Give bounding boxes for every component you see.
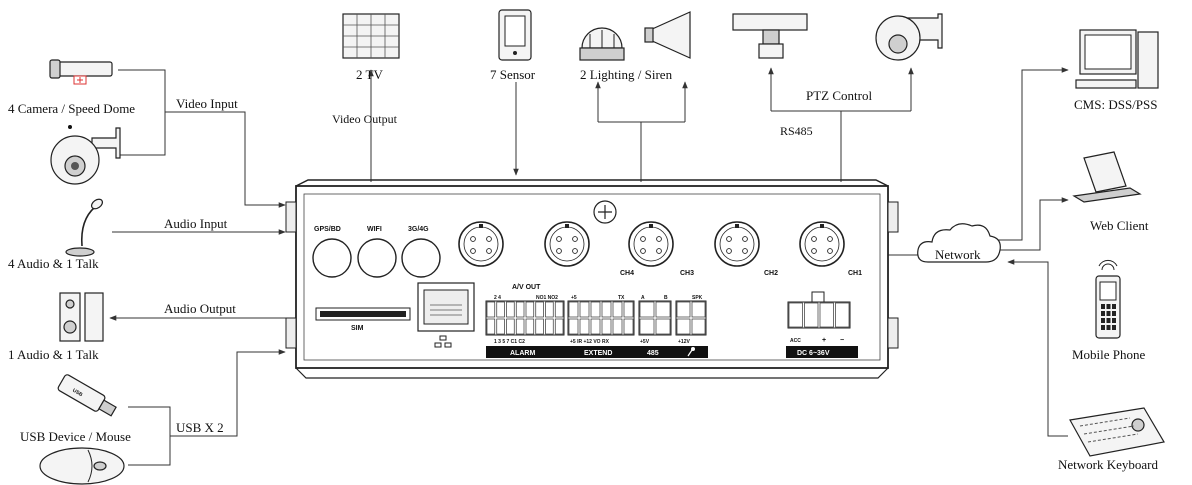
- ethernet-port[interactable]: [417, 282, 475, 348]
- 3g4g-port[interactable]: 3G/4G: [401, 226, 441, 278]
- network-keyboard-label: Network Keyboard: [1058, 457, 1158, 472]
- audio-output-label: Audio Output: [164, 301, 236, 316]
- dc-minus-label: −: [840, 337, 844, 344]
- laptop-icon: [1072, 151, 1142, 203]
- mobile-phone-icon: [1095, 259, 1121, 339]
- mouse-icon: [39, 447, 125, 485]
- alarm-top-label: 2 4: [494, 295, 501, 301]
- pin-a-label: A: [641, 295, 645, 301]
- microphone-small-icon: [687, 347, 695, 357]
- rs485-terminal[interactable]: A B +5V: [638, 295, 672, 345]
- sensor-label: 7 Sensor: [490, 67, 536, 82]
- dc-power-terminal[interactable]: ACC + − DC 6~36V: [786, 291, 858, 358]
- 3g4g-label: 3G/4G: [408, 226, 429, 233]
- terminal-label-strip: ALARM EXTEND 485: [486, 346, 708, 358]
- bullet-camera-icon: [49, 59, 113, 85]
- alarm-terminal[interactable]: 2 4 NO1 NO2 1 3 5 7 C1 C2: [485, 295, 565, 345]
- acc-label: ACC: [790, 338, 801, 344]
- 485-label: 485: [647, 350, 659, 357]
- tv-label: 2 TV: [356, 67, 383, 82]
- gps-label: GPS/BD: [314, 226, 341, 233]
- warning-light-icon: [579, 27, 625, 61]
- extend-label: EXTEND: [584, 350, 612, 357]
- mobile-phone-label: Mobile Phone: [1072, 347, 1146, 362]
- dvr-recorder-panel: [285, 179, 899, 379]
- pin-12v-label: +12V: [678, 339, 690, 345]
- ch1-label: CH1: [848, 270, 862, 277]
- connection-lines: [109, 67, 1069, 466]
- extend-top-label: +5: [571, 295, 577, 301]
- av-out-label: A/V OUT: [512, 284, 541, 291]
- audio-input-label: Audio Input: [164, 216, 228, 231]
- desktop-computer-icon: [1075, 29, 1159, 89]
- ch1-connector[interactable]: [799, 221, 845, 267]
- ch4-label: CH4: [620, 270, 634, 277]
- speaker-terminal[interactable]: SPK +12V: [675, 295, 707, 345]
- gps-port[interactable]: GPS/BD: [312, 226, 352, 278]
- cms-label: CMS: DSS/PSS: [1074, 97, 1157, 112]
- speed-dome-camera-icon: [50, 125, 121, 185]
- ch3-label: CH3: [680, 270, 694, 277]
- ptz-box-camera-icon: [732, 13, 808, 59]
- no-label: NO1 NO2: [536, 295, 558, 301]
- usb-device-label: USB Device / Mouse: [20, 429, 131, 444]
- sim-slot[interactable]: SIM: [315, 307, 411, 332]
- ch3-connector[interactable]: [628, 221, 674, 267]
- ptz-dome-camera-icon: [875, 13, 943, 61]
- lighting-label: 2 Lighting / Siren: [580, 67, 673, 82]
- extend-terminal[interactable]: +5 TX +5 IR +12 VO RX: [567, 295, 635, 345]
- video-input-label: Video Input: [176, 96, 238, 111]
- rs485-label: RS485: [780, 124, 813, 138]
- svg-text:USB: USB: [71, 388, 83, 399]
- dc-plus-label: +: [822, 337, 826, 344]
- ch2-connector[interactable]: [714, 221, 760, 267]
- av-out-connector[interactable]: [458, 221, 504, 267]
- ptz-label: PTZ Control: [806, 88, 872, 103]
- spk-label: SPK: [692, 295, 703, 301]
- web-client-label: Web Client: [1090, 218, 1149, 233]
- camera-label: 4 Camera / Speed Dome: [8, 101, 135, 116]
- siren-horn-icon: [644, 11, 691, 59]
- microphone-icon: [65, 198, 104, 257]
- extend-pin-label: +5 IR +12 VO RX: [570, 339, 610, 345]
- pin-485-label: +5V: [640, 339, 650, 345]
- audio-out-talk-label: 1 Audio & 1 Talk: [8, 347, 99, 362]
- usb-x2-label: USB X 2: [176, 420, 224, 435]
- tx-label: TX: [618, 295, 625, 301]
- tv-monitor-icon: [342, 13, 400, 59]
- usb-stick-icon: USB: [57, 374, 117, 417]
- network-keyboard-icon: [1069, 407, 1165, 457]
- ch4-connector[interactable]: [544, 221, 590, 267]
- aviation-connectors: [458, 221, 845, 267]
- ch2-label: CH2: [764, 270, 778, 277]
- wifi-label: WIFI: [367, 226, 382, 233]
- alarm-pin-label: 1 3 5 7 C1 C2: [494, 339, 525, 345]
- network-cloud-icon: [917, 223, 1001, 263]
- dc-label: DC 6~36V: [797, 350, 830, 357]
- pin-b-label: B: [664, 295, 668, 301]
- alarm-label: ALARM: [510, 350, 535, 357]
- sensor-icon: [498, 9, 532, 61]
- audio-talk-label: 4 Audio & 1 Talk: [8, 256, 99, 271]
- wifi-port[interactable]: WIFI: [357, 226, 397, 278]
- speaker-icon: [59, 292, 104, 342]
- sim-label: SIM: [351, 325, 364, 332]
- video-output-label: Video Output: [332, 112, 398, 126]
- network-label: Network: [935, 247, 981, 262]
- network-port-icon: [434, 335, 452, 348]
